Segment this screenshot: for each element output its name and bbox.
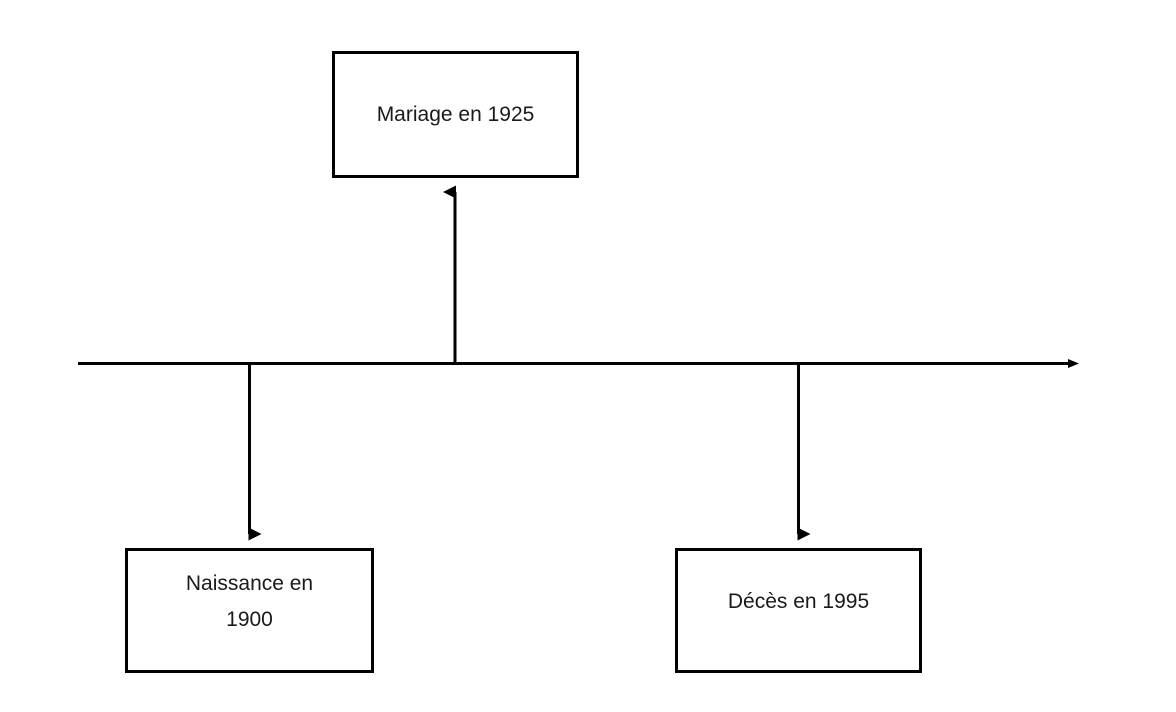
event-box-mariage[interactable]: Mariage en 1925 bbox=[332, 51, 579, 178]
event-box-naissance[interactable]: Naissance en 1900 bbox=[125, 548, 374, 673]
event-label-mariage: Mariage en 1925 bbox=[376, 102, 535, 126]
event-label-deces: Décès en 1995 bbox=[727, 590, 870, 613]
event-label-naissance: Naissance en 1900 bbox=[185, 572, 314, 631]
event-box-deces[interactable]: Décès en 1995 bbox=[675, 548, 922, 673]
